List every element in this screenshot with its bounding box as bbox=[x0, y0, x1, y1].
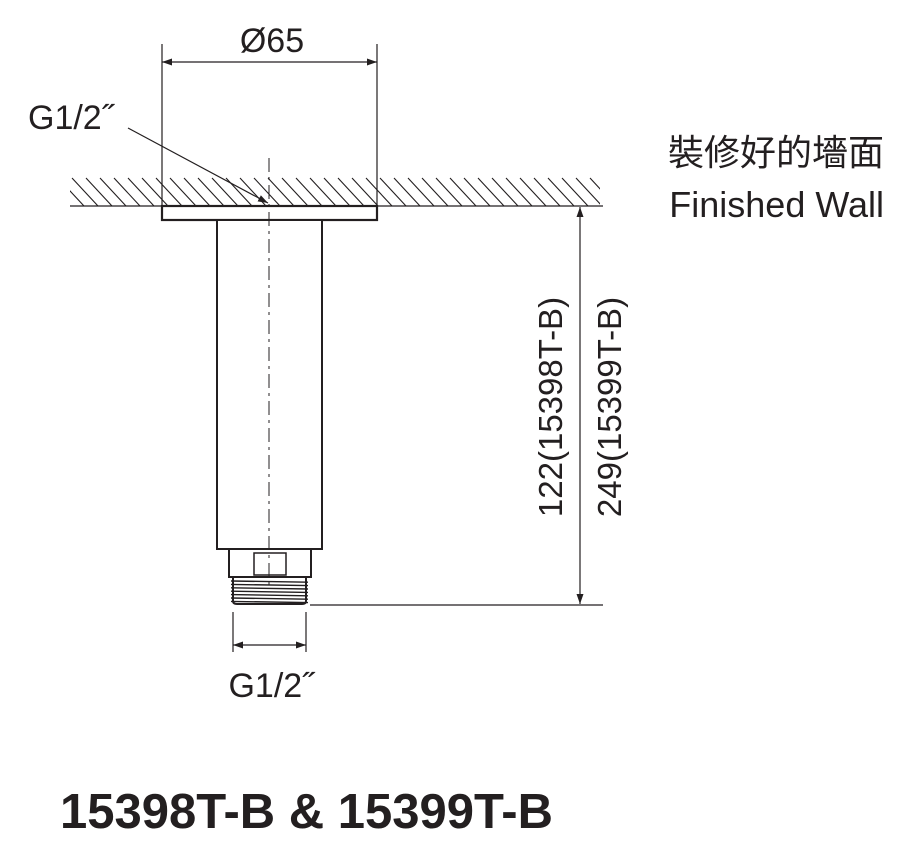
model-title: 15398T-B & 15399T-B bbox=[60, 785, 553, 839]
diameter-dimension bbox=[161, 44, 378, 205]
wall-hatching bbox=[70, 177, 600, 206]
thread-bottom-dimension bbox=[232, 612, 307, 652]
wall-label-english: Finished Wall bbox=[669, 184, 884, 225]
nut-flat bbox=[253, 552, 287, 576]
wall-label-chinese: 裝修好的墻面 bbox=[668, 132, 884, 173]
thread-top-leader bbox=[127, 127, 269, 204]
height-label-15398: 122(15398T-B) bbox=[532, 297, 569, 517]
diameter-label: Ø65 bbox=[240, 22, 304, 60]
thread-bottom-label: G1/2˝ bbox=[228, 667, 316, 705]
thread-top-label: G1/2˝ bbox=[28, 99, 116, 137]
threaded-end bbox=[230, 577, 309, 605]
height-label-15399: 249(15399T-B) bbox=[591, 297, 628, 517]
